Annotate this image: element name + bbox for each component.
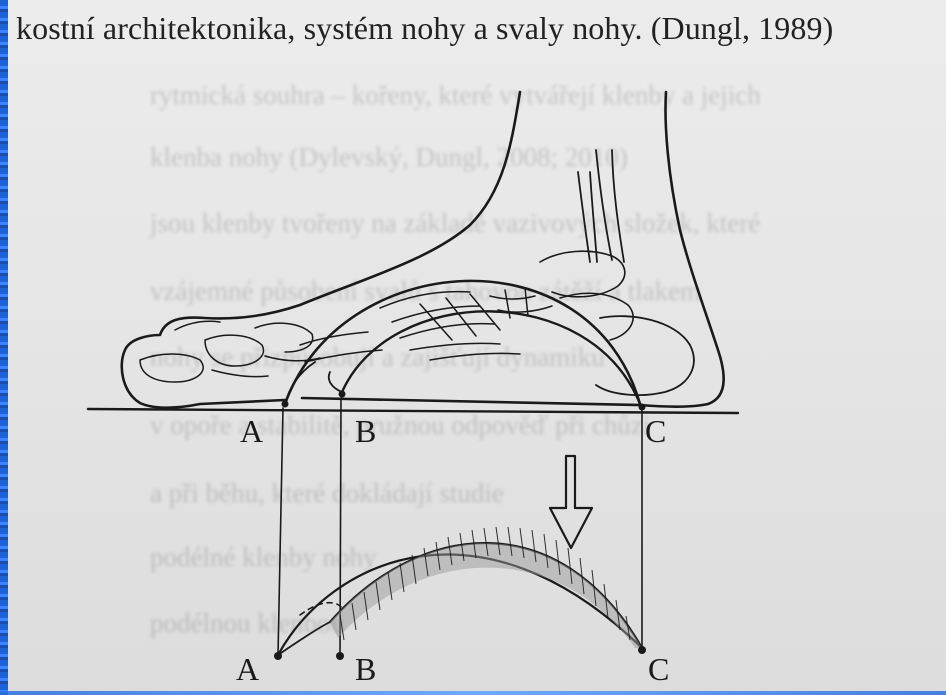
arch-points — [274, 391, 646, 661]
label-b-bottom: B — [355, 651, 376, 687]
pressure-arrow — [550, 456, 592, 548]
label-c-bottom: C — [648, 651, 669, 687]
point-c-top — [639, 404, 646, 411]
leg-bone-left — [578, 172, 590, 262]
point-b-top — [339, 391, 346, 398]
leg-bone-right-2 — [612, 150, 624, 262]
leg-bone-left-2 — [590, 172, 597, 262]
point-a-top — [282, 401, 289, 408]
toe-bones — [140, 321, 382, 382]
bottom-edge-strip — [0, 691, 946, 695]
left-edge-strip — [0, 0, 8, 695]
arch-inner — [342, 311, 640, 404]
arch-outer — [285, 281, 640, 404]
label-c-top: C — [645, 413, 666, 449]
lower-arch-dash — [300, 603, 342, 615]
calcaneus — [596, 316, 694, 395]
leg-bone-right — [596, 150, 612, 260]
foot-outline — [122, 92, 724, 408]
lower-arch-join — [278, 622, 330, 655]
point-a-bottom — [274, 652, 282, 660]
projection-a — [278, 408, 283, 655]
arch-b-loop — [329, 372, 342, 392]
point-b-bottom — [336, 652, 344, 660]
label-a-bottom: A — [236, 651, 259, 687]
label-b-top: B — [355, 413, 376, 449]
label-a-top: A — [240, 413, 263, 449]
point-c-bottom — [638, 646, 646, 654]
midfoot-bones — [380, 288, 552, 360]
